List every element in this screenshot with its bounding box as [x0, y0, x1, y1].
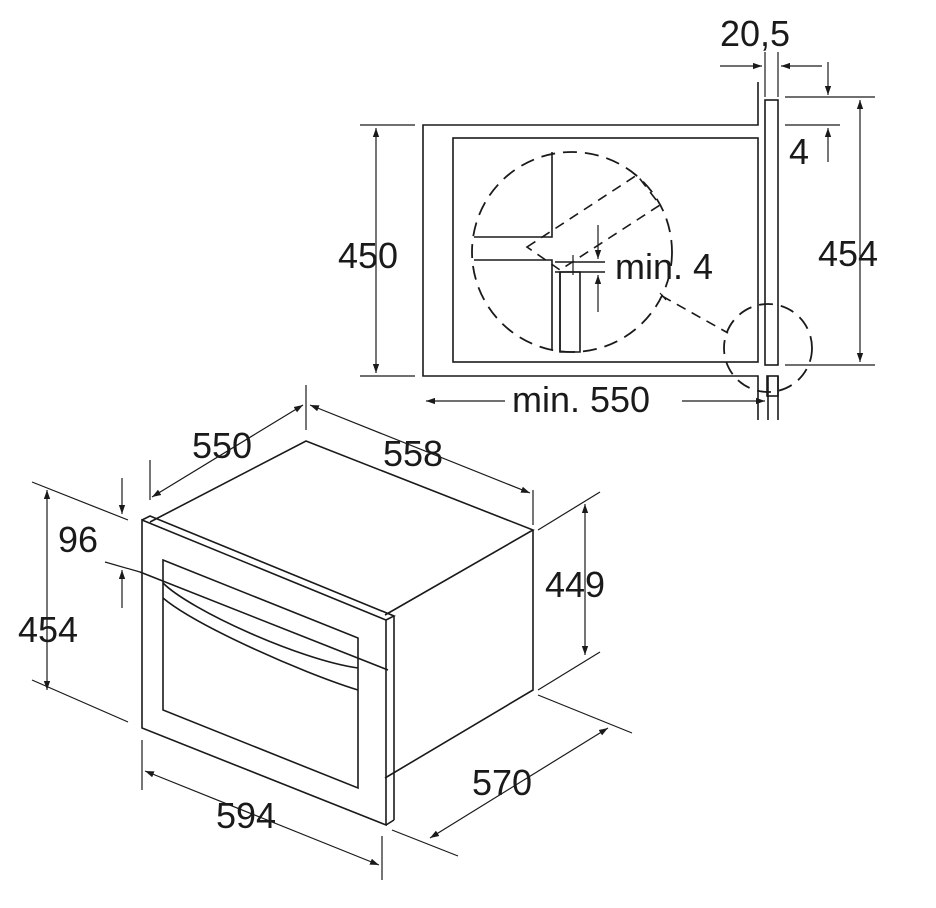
- niche-section-view: [360, 52, 875, 420]
- label-front-96: 96: [58, 519, 98, 560]
- label-width-558: 558: [383, 433, 443, 474]
- cabinet-front-panel: [764, 99, 779, 366]
- label-cabinet-thickness: 20,5: [720, 13, 790, 54]
- door-window: [162, 558, 359, 790]
- label-niche-height: 450: [338, 235, 398, 276]
- label-front-gap: 4: [789, 131, 809, 172]
- appliance-top-face: [149, 440, 535, 616]
- label-depth-550: 550: [192, 425, 252, 466]
- niche-outline: [422, 82, 759, 420]
- label-depth-570: 570: [472, 762, 532, 803]
- appliance-body-section: [452, 137, 759, 363]
- label-front-height-454: 454: [18, 609, 78, 650]
- detail-small-circle: [723, 303, 813, 393]
- label-height-449: 449: [545, 564, 605, 605]
- door-handle: [162, 582, 359, 669]
- appliance-side-face: [384, 530, 534, 779]
- appliance-isometric-view: [31, 385, 633, 880]
- label-min-gap: min. 4: [615, 246, 713, 287]
- label-panel-height: 454: [818, 233, 878, 274]
- label-min-depth: min. 550: [512, 379, 650, 420]
- label-width-594: 594: [216, 795, 276, 836]
